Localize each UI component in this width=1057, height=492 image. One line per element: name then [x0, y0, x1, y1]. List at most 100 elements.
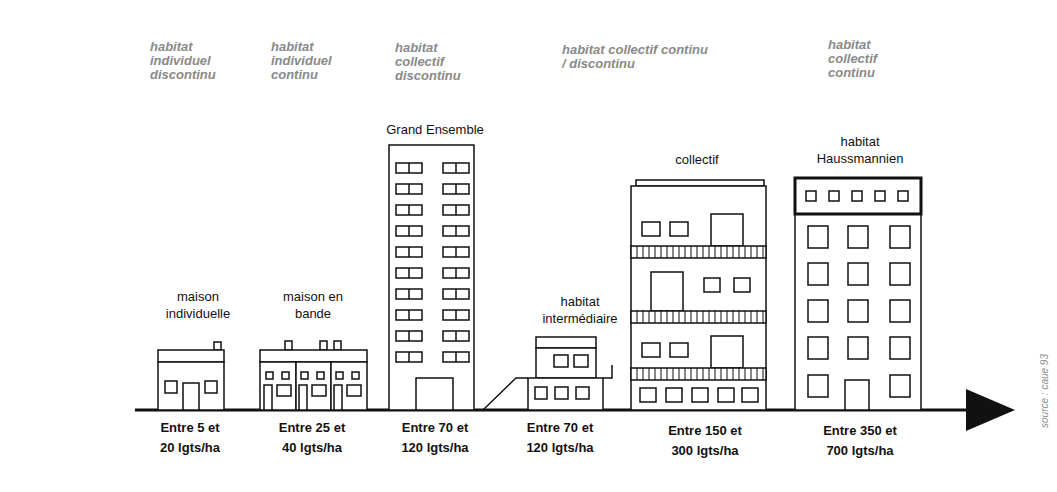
attic-window	[806, 191, 816, 201]
rail-bar	[751, 246, 752, 258]
window	[443, 163, 469, 173]
rail-bar	[697, 368, 698, 380]
window	[443, 331, 469, 341]
rail-bar	[751, 368, 752, 380]
rail-bar	[655, 311, 656, 323]
rail-bar	[745, 246, 746, 258]
rail-bar	[649, 368, 650, 380]
rail-bar	[643, 368, 644, 380]
rail-bar	[763, 368, 764, 380]
rail-bar	[733, 368, 734, 380]
rail-bar	[691, 246, 692, 258]
rail-bar	[667, 368, 668, 380]
building-type: habitat intermédiaire	[530, 293, 630, 410]
rail-bar	[763, 311, 764, 323]
rail-bar	[727, 246, 728, 258]
window	[443, 268, 469, 278]
rail-bar	[739, 311, 740, 323]
window	[443, 247, 469, 257]
window-frame	[408, 289, 410, 299]
rail-bar	[691, 311, 692, 323]
rail-bar	[709, 368, 710, 380]
building-type: maison en bande	[273, 288, 353, 410]
window	[848, 337, 868, 359]
building-name: habitat Haussmannien	[805, 133, 915, 167]
rail-bar	[733, 311, 734, 323]
rail-bar	[727, 368, 728, 380]
window	[396, 205, 422, 215]
window	[443, 226, 469, 236]
window-frame	[408, 268, 410, 278]
rail-bar	[649, 246, 650, 258]
rail-bar	[733, 246, 734, 258]
window	[396, 268, 422, 278]
density-range: Entre 25 et 40 lgts/ha	[274, 418, 350, 458]
building-name: maison en bande	[273, 288, 353, 322]
window	[396, 289, 422, 299]
window	[848, 263, 868, 285]
rail-bar	[643, 311, 644, 323]
window-frame	[408, 163, 410, 173]
house-drawing	[158, 342, 224, 410]
rail-bar	[763, 246, 764, 258]
window	[808, 226, 828, 248]
building-type: Grand Ensemble	[365, 121, 505, 410]
rail-bar	[643, 246, 644, 258]
window-frame	[455, 163, 457, 173]
window	[890, 263, 910, 285]
source-note: source : caue 93	[1039, 346, 1051, 436]
window	[848, 300, 868, 322]
rail-bar	[697, 246, 698, 258]
intermediate-housing-drawing	[483, 337, 612, 410]
rail-bar	[655, 246, 656, 258]
tower-block-drawing	[389, 145, 474, 410]
window	[443, 310, 469, 320]
rail-bar	[691, 368, 692, 380]
window-frame	[455, 352, 457, 362]
window	[443, 352, 469, 362]
rail-bar	[709, 246, 710, 258]
window-frame	[455, 268, 457, 278]
window	[396, 163, 422, 173]
attic-window	[852, 191, 862, 201]
rail-bar	[703, 246, 704, 258]
rail-bar	[637, 368, 638, 380]
row-houses-drawing	[260, 341, 367, 410]
window	[443, 184, 469, 194]
rail-bar	[721, 246, 722, 258]
window-frame	[455, 310, 457, 320]
rail-bar	[649, 311, 650, 323]
housing-category: habitat collectif continu	[828, 38, 908, 80]
window-frame	[455, 226, 457, 236]
rail-bar	[745, 368, 746, 380]
rail-bar	[703, 311, 704, 323]
rail-bar	[661, 246, 662, 258]
window-frame	[455, 331, 457, 341]
rail-bar	[679, 311, 680, 323]
density-range: Entre 350 et 700 lgts/ha	[818, 421, 902, 461]
window	[890, 300, 910, 322]
window	[396, 310, 422, 320]
window-frame	[408, 331, 410, 341]
housing-category: habitat individuel discontinu	[150, 40, 230, 82]
attic-window	[875, 191, 885, 201]
window	[396, 331, 422, 341]
window	[808, 263, 828, 285]
rail-bar	[679, 246, 680, 258]
rail-bar	[751, 311, 752, 323]
rail-bar	[739, 368, 740, 380]
building-name: Grand Ensemble	[365, 121, 505, 138]
building-type: habitat Haussmannien	[805, 133, 915, 410]
window	[443, 289, 469, 299]
window	[396, 226, 422, 236]
window	[890, 226, 910, 248]
rail-bar	[685, 311, 686, 323]
rail-bar	[739, 246, 740, 258]
window-frame	[408, 310, 410, 320]
window	[890, 375, 910, 397]
rail-bar	[757, 246, 758, 258]
density-range: Entre 5 et 20 lgts/ha	[154, 418, 226, 458]
window-frame	[408, 247, 410, 257]
housing-category: habitat collectif discontinu	[395, 41, 475, 83]
